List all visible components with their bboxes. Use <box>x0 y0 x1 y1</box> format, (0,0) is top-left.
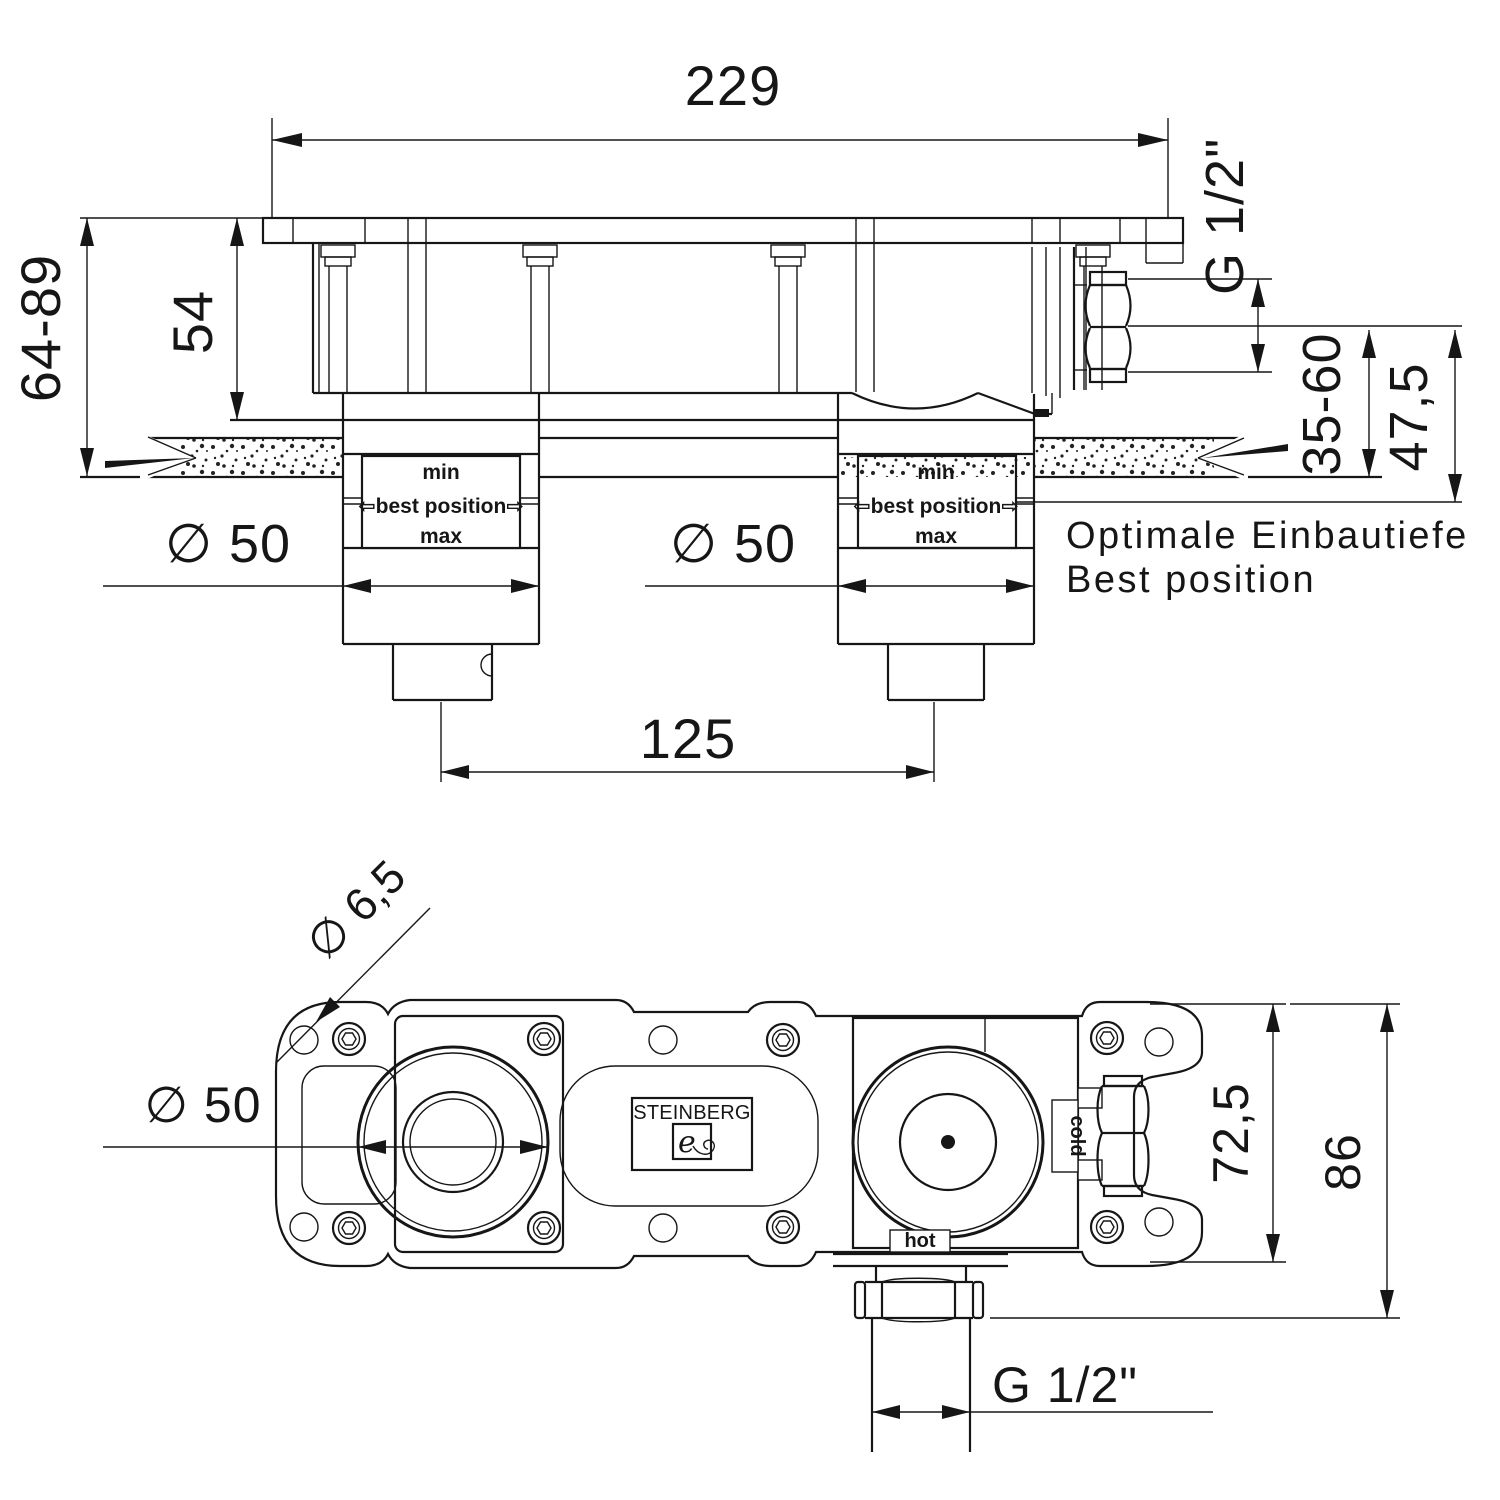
dim-35-60-text: 35-60 <box>1292 332 1352 475</box>
dim-125-text: 125 <box>640 707 736 770</box>
dim-dia50-left: ∅ 50 <box>103 514 539 593</box>
fixing-bolts <box>320 244 1111 392</box>
dim-64-89: 64-89 <box>9 217 263 476</box>
cartridge-right-wall-hatch <box>841 457 1031 477</box>
dim-35-60: 35-60 <box>1292 330 1376 477</box>
logo-swirl <box>692 1139 715 1155</box>
cold-label: cold <box>1066 1115 1088 1156</box>
dim-dia50-bottom: ∅ 50 <box>103 1077 548 1154</box>
dim-229: 229 <box>271 54 1169 218</box>
body-outline <box>311 243 1087 417</box>
cold-label-box <box>1051 1099 1079 1173</box>
note-best-position: Best position <box>1066 559 1316 601</box>
dim-125: 125 <box>440 702 935 782</box>
cold-fitting: cold <box>1051 1074 1150 1198</box>
dim-dia50-bottom-text: ∅ 50 <box>144 1077 261 1133</box>
wall-hatch-left <box>178 439 343 476</box>
inner-contour-center <box>559 1065 819 1207</box>
label-best-position-right: ⇦best position⇨ <box>853 495 1019 518</box>
note-einbautiefe: Optimale Einbautiefe <box>1066 515 1469 557</box>
wall-break-flag-right <box>1203 444 1288 458</box>
cartridge-right-mask <box>838 394 1034 646</box>
valve-housing-left <box>393 1014 565 1254</box>
cartridge-left: min ⇦best position⇨ max <box>341 394 541 702</box>
bottom-view-drawing: STEINBERG e cold hot <box>103 850 1400 1452</box>
wall-break-flag-left <box>105 458 194 468</box>
top-view-drawing: min ⇦best position⇨ max min ⇦best positi… <box>9 54 1469 782</box>
dim-dia50-right-text: ∅ 50 <box>670 514 796 574</box>
dim-54-text: 54 <box>161 290 224 354</box>
hot-label-box <box>889 1229 951 1253</box>
dim-dia6-5-text: ∅ 6,5 <box>296 850 415 969</box>
dim-72-5-text: 72,5 <box>1203 1082 1259 1183</box>
valve-left-circles <box>356 1045 550 1239</box>
dim-g12-bottom-text: G 1/2" <box>992 1357 1138 1413</box>
dim-54: 54 <box>161 218 244 420</box>
dim-dia50-right: ∅ 50 <box>645 514 1034 593</box>
dim-g12-top-text: G 1/2" <box>1195 138 1255 295</box>
dim-86: 86 <box>990 1003 1400 1319</box>
hot-fitting: hot <box>833 1229 1008 1452</box>
label-best-position-left: ⇦best position⇨ <box>358 495 524 518</box>
union-nut-side <box>1084 270 1132 384</box>
cartridge-right: min ⇦best position⇨ max <box>836 394 1036 702</box>
dim-229-text: 229 <box>685 54 781 117</box>
logo-monogram: e <box>678 1125 696 1160</box>
dim-64-89-text: 64-89 <box>9 254 72 402</box>
label-min-right: min <box>917 461 954 484</box>
dim-g12-top: G 1/2" <box>1128 138 1272 373</box>
dim-72-5: 72,5 <box>1150 1003 1286 1263</box>
dim-47-5: 47,5 <box>1016 330 1462 503</box>
screw-holes <box>331 1020 1125 1246</box>
mounting-plate <box>261 216 1185 264</box>
dim-47-5-text: 47,5 <box>1379 362 1439 471</box>
wall-section <box>80 432 1382 482</box>
dim-dia50-left-text: ∅ 50 <box>165 514 291 574</box>
label-min-left: min <box>422 461 459 484</box>
logo-text: STEINBERG <box>633 1102 750 1124</box>
dim-86-text: 86 <box>1315 1133 1371 1191</box>
wall-hatch-right <box>1034 439 1214 476</box>
label-max-right: max <box>915 525 957 548</box>
hot-label: hot <box>904 1230 935 1252</box>
label-max-left: max <box>420 525 462 548</box>
plain-holes <box>289 1025 1174 1243</box>
depth-label-box-left <box>360 454 522 550</box>
dim-g12-bottom: G 1/2" <box>872 1357 1213 1419</box>
steinberg-logo: STEINBERG e <box>630 1096 754 1172</box>
